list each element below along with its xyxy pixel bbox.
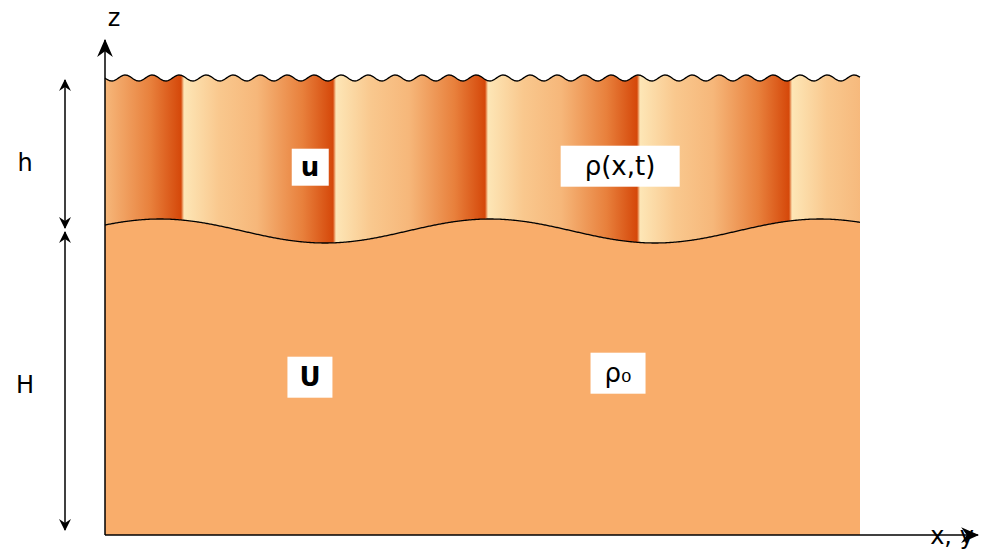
upper-layer xyxy=(105,75,860,243)
z-axis xyxy=(104,40,106,535)
h-dimension xyxy=(64,80,66,228)
axis-label: x, y xyxy=(930,523,974,549)
x-axis xyxy=(105,534,978,536)
quantity-label: ρ(x,t) xyxy=(561,146,680,187)
H-dimension xyxy=(64,232,66,530)
axis-label: H xyxy=(16,372,34,398)
axis-label: z xyxy=(108,5,121,31)
lower-layer xyxy=(105,219,860,535)
quantity-label: ρ₀ xyxy=(591,353,646,394)
quantity-label: u xyxy=(292,149,329,186)
quantity-label: U xyxy=(287,357,332,398)
interface-line xyxy=(105,219,860,243)
free-surface xyxy=(105,75,860,81)
axis-label: h xyxy=(17,150,32,176)
